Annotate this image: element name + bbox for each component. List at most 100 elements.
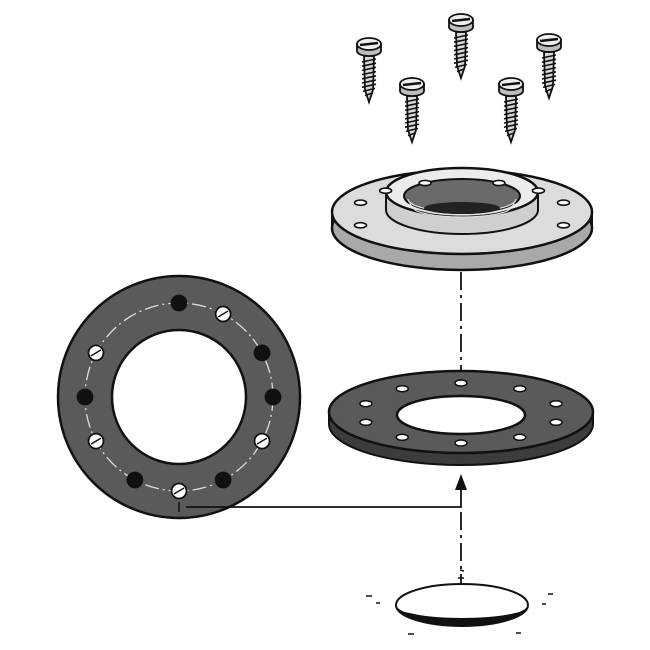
hole-shadow [398, 607, 526, 626]
screw-thread [544, 87, 554, 93]
screw-thread [542, 83, 556, 89]
screw-thread [407, 131, 417, 137]
screw-thread [541, 71, 557, 76]
screw-thread [503, 110, 519, 116]
gasket-bolt-holes [359, 379, 563, 447]
flange-bolt-hole [556, 199, 571, 207]
screw-thread [404, 98, 420, 103]
screw-thread [362, 87, 376, 93]
screw-slot [501, 81, 521, 87]
gasket-bolt-hole [454, 379, 468, 387]
hole-inner-shade [405, 612, 520, 622]
flange-bolt-holes [353, 179, 571, 229]
gasket-plan-view [56, 274, 302, 520]
screw-thread [361, 58, 377, 63]
screw-thread [503, 106, 519, 112]
plan-inner-hole [110, 328, 248, 466]
screw-thread [364, 91, 374, 97]
screw-thread [361, 83, 377, 88]
screw [448, 13, 474, 81]
screw-slot [402, 81, 422, 87]
gasket-bolt-hole [395, 433, 409, 442]
threaded-flange [330, 166, 594, 272]
plan-hole-filled [76, 388, 94, 406]
gasket-bolt-hole [359, 418, 373, 427]
screw-thread [541, 54, 557, 59]
screw-thread [503, 119, 519, 124]
arrow-head [455, 474, 467, 490]
gasket-bolt-hole [454, 439, 468, 447]
gasket-bolt-hole [513, 384, 527, 393]
screw [399, 77, 425, 145]
screw-slot [539, 37, 559, 43]
screw-thread [503, 123, 519, 128]
mounting-hole [366, 569, 553, 635]
screw-thread [541, 66, 557, 72]
screw-thread [503, 102, 519, 107]
screw-thread [404, 106, 420, 112]
flange-bolt-hole [378, 187, 393, 195]
plan-hole-filled [253, 344, 271, 362]
flange-bolt-hole [556, 221, 571, 229]
screw-thread [456, 67, 466, 73]
plan-hole-filled [126, 471, 144, 489]
screw-thread [404, 119, 420, 124]
leader-line [186, 488, 462, 508]
plan-hole-slot [173, 487, 185, 495]
plan-hole-slot [90, 349, 102, 357]
gasket-bolt-hole [549, 418, 563, 427]
screw-slot [359, 41, 379, 47]
screw [498, 77, 524, 145]
gasket-bolt-hole [513, 433, 527, 442]
screw-thread [361, 66, 377, 72]
screw-thread [504, 127, 518, 133]
screw-thread [453, 42, 469, 48]
screw [536, 33, 562, 101]
screw-thread [361, 75, 377, 80]
screw-thread [361, 79, 377, 84]
flange-bolt-hole [418, 179, 432, 187]
screw-thread [453, 55, 469, 60]
screw-thread [503, 115, 519, 120]
flange-bore-floor [424, 202, 500, 214]
gasket-center-hole [395, 394, 527, 436]
gasket-perspective [327, 369, 595, 466]
screw-thread [405, 127, 419, 133]
screw-thread [404, 110, 420, 116]
screw-thread [503, 98, 519, 103]
screw-slot [451, 17, 471, 23]
screw-thread [453, 46, 469, 52]
screw-thread [453, 38, 469, 43]
screw-thread [361, 62, 377, 67]
screw-thread [453, 34, 469, 39]
screw-thread [361, 70, 377, 76]
flange-bolt-hole [492, 179, 506, 187]
plan-hole-filled [214, 471, 232, 489]
screw-thread [541, 75, 557, 80]
screw [356, 37, 382, 105]
screw-thread [404, 102, 420, 107]
screw-thread [541, 62, 557, 68]
gasket-bolt-hole [549, 399, 563, 408]
gasket-bolt-hole [395, 384, 409, 393]
screw-thread [453, 51, 469, 56]
screw-thread [454, 63, 468, 69]
screws-group [356, 13, 562, 145]
plan-hole-slot [90, 437, 102, 445]
screw-thread [541, 79, 557, 84]
plan-bolt-holes [76, 294, 282, 500]
flange-bolt-hole [531, 187, 546, 195]
flange-bolt-hole [353, 199, 368, 207]
gasket-bolt-hole [359, 399, 373, 408]
plan-hole-filled [170, 294, 188, 312]
screw-thread [453, 59, 469, 64]
flange-bolt-hole [353, 221, 368, 229]
plan-hole-slot [217, 310, 229, 318]
screw-thread [404, 123, 420, 128]
surface-marks [366, 569, 553, 635]
screw-thread [404, 115, 420, 120]
plan-hole-slot [256, 437, 268, 445]
screw-thread [541, 58, 557, 63]
